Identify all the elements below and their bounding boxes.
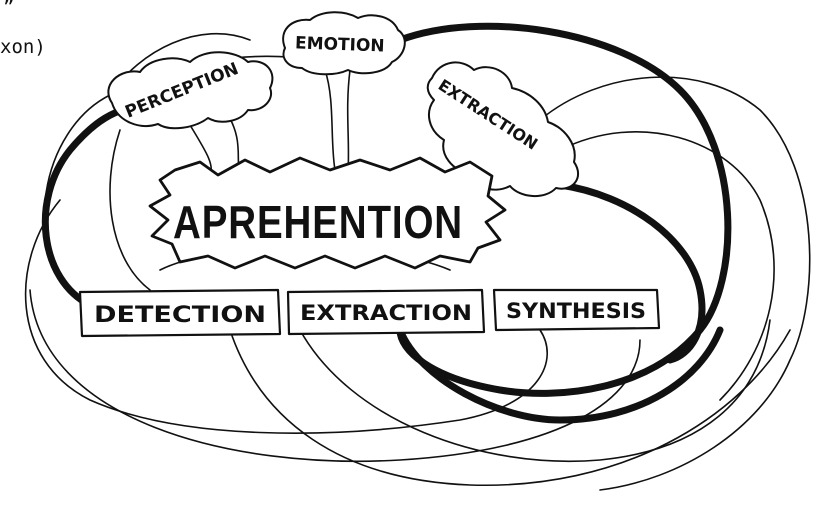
center-label: APREHENTION [173,196,463,248]
thin-loop-mid-right [299,319,771,463]
thick-loop-bottom [396,326,724,424]
thin-loop-center-down [229,329,791,486]
synthesis-box [492,288,661,332]
input-clouds: PERCEPTION EMOTION EXTRACTION [107,11,580,197]
aprehention-burst [148,156,507,270]
thick-loop-main [396,22,732,397]
thick-loop [41,22,732,424]
central-burst: APREHENTION [148,156,507,270]
thin-loop-right-inner [559,130,775,401]
extraction-stage-box [286,288,486,336]
synthesis-label: SYNTHESIS [506,299,646,323]
perception-cloud [107,51,274,130]
thin-loop-left-inner [109,129,151,291]
detection-box [78,288,282,338]
detection-label: DETECTION [94,303,266,328]
emotion-cloud [282,11,406,76]
stage-boxes: DETECTION EXTRACTION SYNTHESIS [78,288,661,338]
emotion-stem [324,69,336,171]
emotion-stem-2 [346,69,351,173]
emotion-label: EMOTION [295,33,385,56]
xon-fragment: xon) [0,36,46,58]
thick-loop-extraction-tail [556,181,706,364]
extraction-stage-label: EXTRACTION [300,301,472,325]
quote-fragment: ” [3,0,15,18]
thin-loop-right-outer [539,76,811,491]
thick-loop-left [41,101,144,309]
thin-loop-bottom-wide [29,289,641,463]
